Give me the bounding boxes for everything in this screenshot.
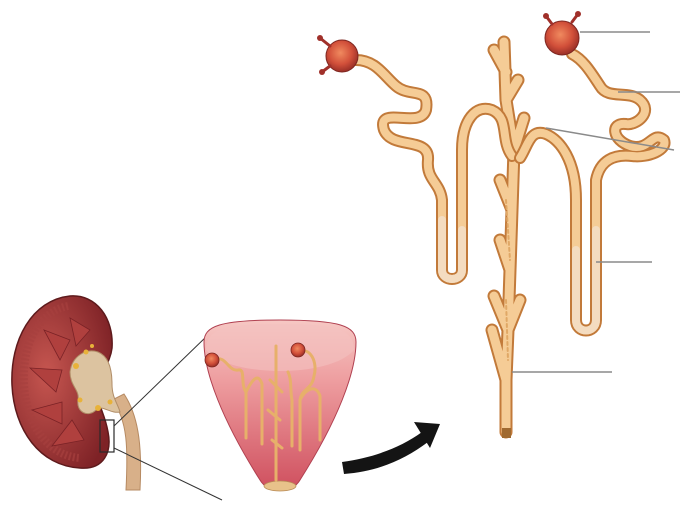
nephron-icon bbox=[317, 35, 512, 279]
zoom-line-top bbox=[114, 335, 208, 426]
nephron-icon bbox=[520, 11, 665, 331]
renal-pelvis bbox=[70, 351, 120, 414]
collecting-duct-icon bbox=[492, 42, 524, 438]
arrow-icon bbox=[342, 422, 440, 474]
kidney-icon bbox=[12, 296, 141, 490]
nephron-detail bbox=[317, 11, 665, 438]
renal-pyramid-icon bbox=[204, 320, 356, 491]
